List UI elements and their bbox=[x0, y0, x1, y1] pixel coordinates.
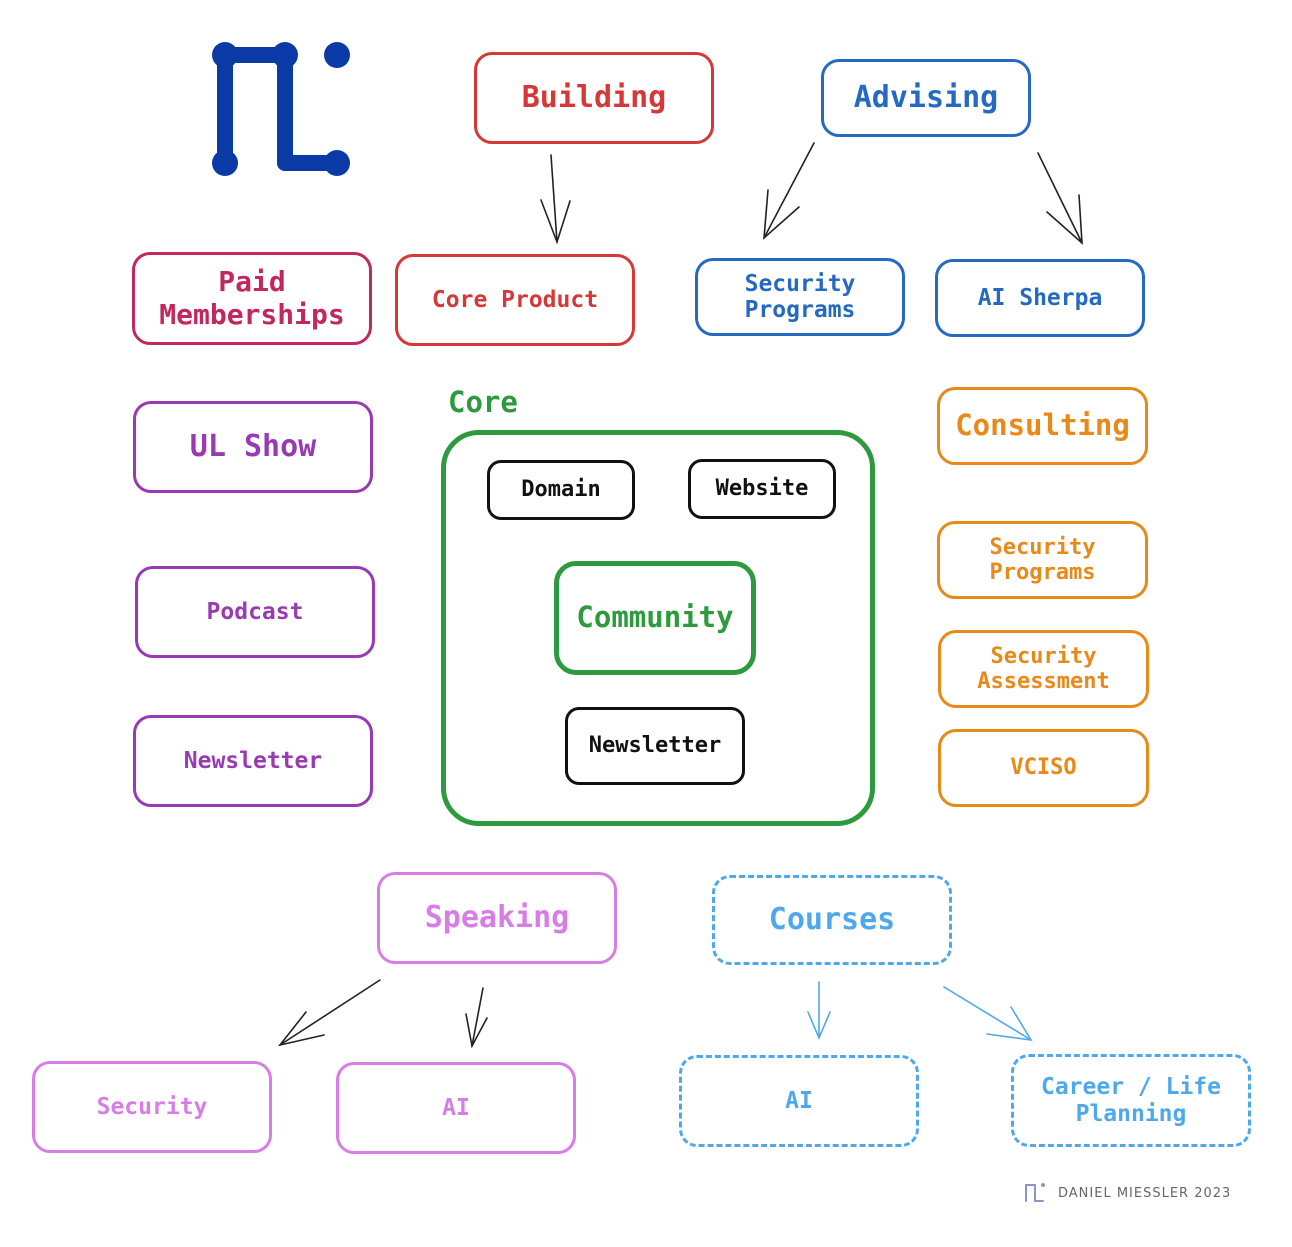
paid-memberships-label: Paid Memberships bbox=[159, 265, 345, 331]
domain-box: Domain bbox=[487, 460, 635, 520]
consulting-box: Consulting bbox=[937, 387, 1148, 465]
ai-courses-box: AI bbox=[679, 1055, 919, 1147]
core-container bbox=[441, 430, 875, 826]
ai-speaking-label: AI bbox=[442, 1094, 470, 1121]
career-life-planning-label: Career / Life Planning bbox=[1040, 1074, 1221, 1127]
security-assessment-box: Security Assessment bbox=[938, 630, 1149, 708]
speaking-label: Speaking bbox=[424, 899, 570, 935]
arrow-courses-ai bbox=[807, 981, 831, 1041]
community-box: Community bbox=[554, 561, 756, 675]
podcast-label: Podcast bbox=[206, 598, 304, 625]
domain-label: Domain bbox=[521, 477, 601, 503]
security-programs-advising-label: Security Programs bbox=[744, 270, 856, 323]
security-programs-advising-box: Security Programs bbox=[695, 258, 905, 336]
ai-sherpa-label: AI Sherpa bbox=[977, 284, 1103, 311]
career-life-planning-box: Career / Life Planning bbox=[1011, 1054, 1251, 1147]
core-label: Core bbox=[448, 385, 518, 419]
newsletter-left-label: Newsletter bbox=[183, 747, 323, 774]
security-programs-consulting-label: Security Programs bbox=[989, 534, 1096, 585]
ai-courses-label: AI bbox=[785, 1087, 813, 1114]
ul-show-label: UL Show bbox=[189, 428, 317, 464]
podcast-box: Podcast bbox=[135, 566, 375, 658]
speaking-box: Speaking bbox=[377, 872, 617, 964]
arrow-advising-security-programs bbox=[763, 142, 815, 240]
core-product-box: Core Product bbox=[395, 254, 635, 346]
website-box: Website bbox=[688, 459, 836, 519]
advising-box: Advising bbox=[821, 59, 1031, 137]
arrow-courses-career bbox=[943, 986, 1033, 1042]
courses-label: Courses bbox=[768, 901, 896, 937]
courses-box: Courses bbox=[712, 875, 952, 965]
ai-speaking-box: AI bbox=[336, 1062, 576, 1154]
community-label: Community bbox=[576, 600, 734, 635]
newsletter-left-box: Newsletter bbox=[133, 715, 373, 807]
security-speaking-label: Security bbox=[96, 1093, 208, 1120]
arrow-building-core-product bbox=[540, 154, 571, 245]
security-assessment-label: Security Assessment bbox=[977, 643, 1110, 694]
newsletter-core-label: Newsletter bbox=[588, 733, 722, 759]
vciso-box: VCISO bbox=[938, 729, 1149, 807]
arrow-speaking-security bbox=[277, 979, 381, 1047]
newsletter-core-box: Newsletter bbox=[565, 707, 745, 785]
small-logo-icon bbox=[1025, 1183, 1045, 1202]
ai-sherpa-box: AI Sherpa bbox=[935, 259, 1145, 337]
security-programs-consulting-box: Security Programs bbox=[937, 521, 1148, 599]
arrow-advising-ai-sherpa bbox=[1037, 152, 1083, 245]
consulting-label: Consulting bbox=[955, 408, 1130, 443]
advising-label: Advising bbox=[853, 79, 999, 115]
ul-show-box: UL Show bbox=[133, 401, 373, 493]
paid-memberships-box: Paid Memberships bbox=[132, 252, 372, 345]
arrow-speaking-ai bbox=[465, 987, 488, 1049]
building-label: Building bbox=[521, 79, 667, 115]
footer-credit: DANIEL MIESSLER 2023 bbox=[1058, 1185, 1232, 1201]
vciso-label: VCISO bbox=[1010, 755, 1077, 781]
building-box: Building bbox=[474, 52, 714, 144]
website-label: Website bbox=[715, 476, 809, 502]
core-product-label: Core Product bbox=[431, 286, 599, 313]
security-speaking-box: Security bbox=[32, 1061, 272, 1153]
footer: DANIEL MIESSLER 2023 bbox=[1022, 1181, 1231, 1205]
